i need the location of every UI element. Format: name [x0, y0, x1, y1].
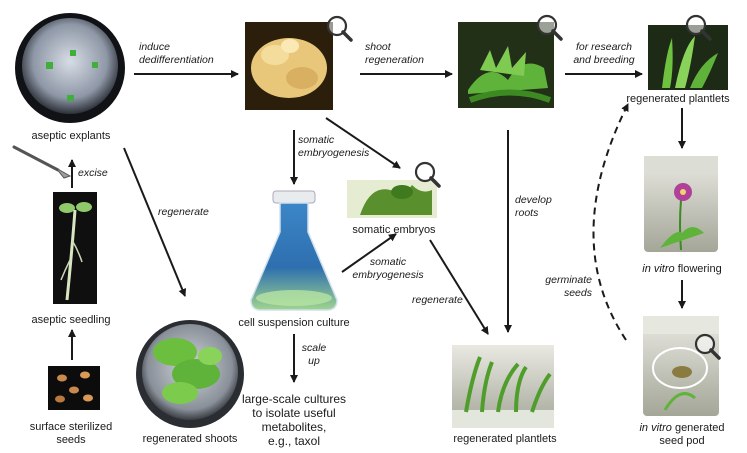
scalpel-icon [12, 145, 72, 179]
label-large-scale-cultures: large-scale cultures to isolate useful m… [232, 392, 356, 448]
label-in-vitro-flowering: in vitro flowering [620, 263, 744, 276]
in-vitro-flowering-image [644, 156, 718, 252]
shoot-regen-line2: regeneration [365, 53, 424, 66]
explants-dish-image [15, 13, 125, 123]
label-seed-pod-em: in vitro [639, 422, 672, 434]
label-surface-sterilized-seeds: surface sterilized seeds [14, 421, 128, 447]
seeds-image [48, 366, 100, 410]
label-seed-pod: in vitro generated seed pod [620, 422, 744, 448]
shoot-regen-line1: shoot [365, 41, 391, 53]
label-seed-pod-rest: generated [671, 422, 725, 434]
label-regenerated-shoots: regenerated shoots [142, 433, 238, 445]
edge-label-regenerate-left: regenerate [158, 206, 209, 218]
edge-label-induce: induce dedifferentiation [139, 41, 214, 66]
edge-label-scale-up: scale up [300, 342, 328, 367]
label-cell-suspension-culture: cell suspension culture [238, 317, 350, 329]
research-line2: and breeding [573, 53, 635, 66]
scale-up-line2: up [308, 354, 320, 367]
somatic1-line2: embryogenesis [298, 146, 370, 159]
label-aseptic-explants: aseptic explants [31, 130, 111, 142]
label-in-vitro-em: in vitro [642, 263, 675, 275]
edge-label-somatic-embryogenesis-1: somatic embryogenesis [298, 134, 369, 159]
arrow-regenerate-mid [429, 239, 489, 335]
germinate-line1: germinate [545, 274, 592, 286]
cell-suspension-flask-image [250, 190, 338, 311]
somatic-embryos-image [347, 161, 441, 218]
label-flowering-rest: flowering [674, 263, 722, 275]
seed-pod-image [643, 316, 721, 416]
regenerated-plantlets-top-image [648, 14, 728, 90]
regenerated-plantlets-jar-image [452, 345, 554, 428]
arrow-germinate-seeds [592, 103, 629, 341]
edge-label-excise: excise [78, 167, 108, 179]
edge-label-shoot-regeneration: shoot regeneration [365, 41, 424, 66]
label-aseptic-seedling: aseptic seedling [31, 314, 111, 326]
edge-label-germinate-seeds: germinate seeds [530, 274, 592, 299]
regenerated-shoots-dish-image [136, 320, 244, 428]
shoot-regeneration-image [458, 14, 563, 108]
induce-line1: induce [139, 41, 170, 53]
label-seeds-line1: surface sterilized [29, 421, 113, 433]
large-scale-line2: to isolate useful [252, 406, 336, 420]
somatic2-line2: embryogenesis [352, 268, 424, 281]
develop-roots-line2: roots [515, 206, 539, 219]
edge-label-develop-roots: develop roots [515, 194, 552, 219]
large-scale-line4: e.g., taxol [267, 434, 321, 448]
aseptic-seedling-image [53, 192, 97, 304]
develop-roots-line1: develop [515, 194, 552, 206]
arrow-to-somatic-embryos [325, 117, 401, 169]
label-regenerated-plantlets-top: regenerated plantlets [626, 93, 730, 105]
research-line1: for research [575, 41, 633, 53]
arrow-regenerate-left [123, 147, 187, 297]
edge-label-somatic-embryogenesis-2: somatic embryogenesis [342, 256, 434, 281]
edge-label-research-breeding: for research and breeding [566, 41, 642, 66]
germinate-line2: seeds [563, 286, 592, 299]
induce-line2: dedifferentiation [139, 53, 214, 66]
large-scale-line1: large-scale cultures [241, 392, 347, 406]
edge-label-regenerate-mid: regenerate [412, 294, 463, 306]
arrow-somatic-embryogenesis-flask [341, 233, 397, 273]
label-somatic-embryos: somatic embryos [352, 224, 436, 236]
somatic2-line1: somatic [369, 256, 407, 268]
label-regenerated-plantlets-bottom: regenerated plantlets [453, 433, 557, 445]
label-seeds-line2: seeds [56, 434, 86, 446]
callus-image [245, 15, 353, 110]
somatic1-line1: somatic [298, 134, 335, 146]
scale-up-line1: scale [301, 342, 327, 354]
label-seed-pod-line2: seed pod [659, 435, 705, 447]
large-scale-line3: metabolites, [261, 420, 327, 434]
